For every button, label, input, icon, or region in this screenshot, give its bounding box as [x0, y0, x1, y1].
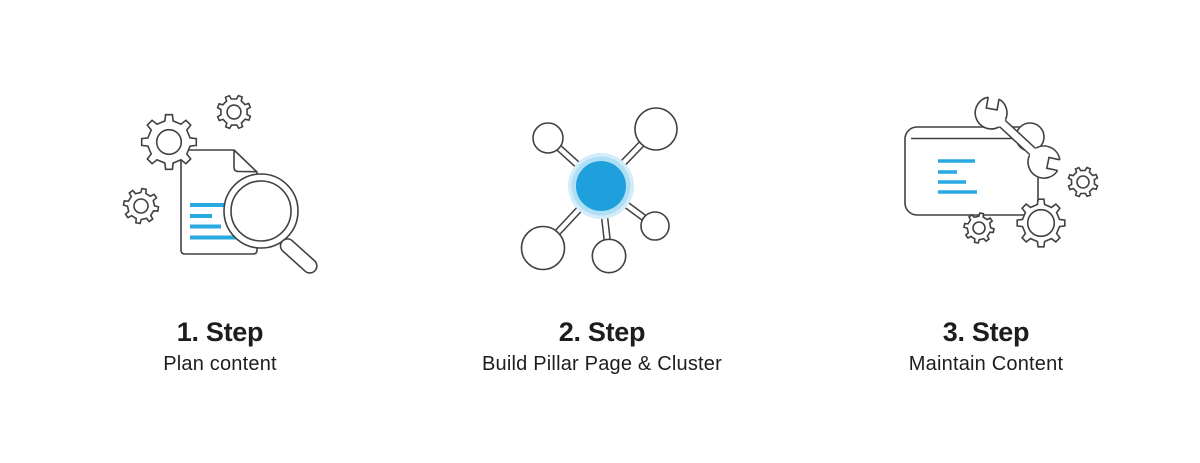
pillar-cluster-network-icon [520, 107, 678, 274]
gear-icon [122, 187, 160, 225]
wrench-icon [974, 96, 1061, 179]
cluster-nodes [520, 107, 678, 274]
gear-icon [140, 113, 198, 171]
document-magnifier-gears-icon [122, 94, 318, 274]
gear-icon [963, 212, 995, 244]
card-text-lines [938, 159, 977, 194]
pillar-node [568, 153, 634, 219]
step-1-title: 1. Step [176, 317, 264, 347]
step-2-subtitle: Build Pillar Page & Cluster [482, 353, 722, 375]
card-wrench-gears-icon [904, 96, 1099, 248]
step-1-subtitle: Plan content [163, 353, 277, 375]
step-3-subtitle: Maintain Content [908, 353, 1064, 375]
folded-corner [233, 150, 257, 173]
step-2-title: 2. Step [558, 317, 646, 347]
magnifier-icon [223, 173, 318, 274]
step-3-title: 3. Step [942, 317, 1030, 347]
gear-icon [1067, 166, 1099, 198]
gear-icon [216, 94, 252, 130]
magnifier-handle [279, 238, 318, 274]
gear-icon [1016, 198, 1066, 248]
